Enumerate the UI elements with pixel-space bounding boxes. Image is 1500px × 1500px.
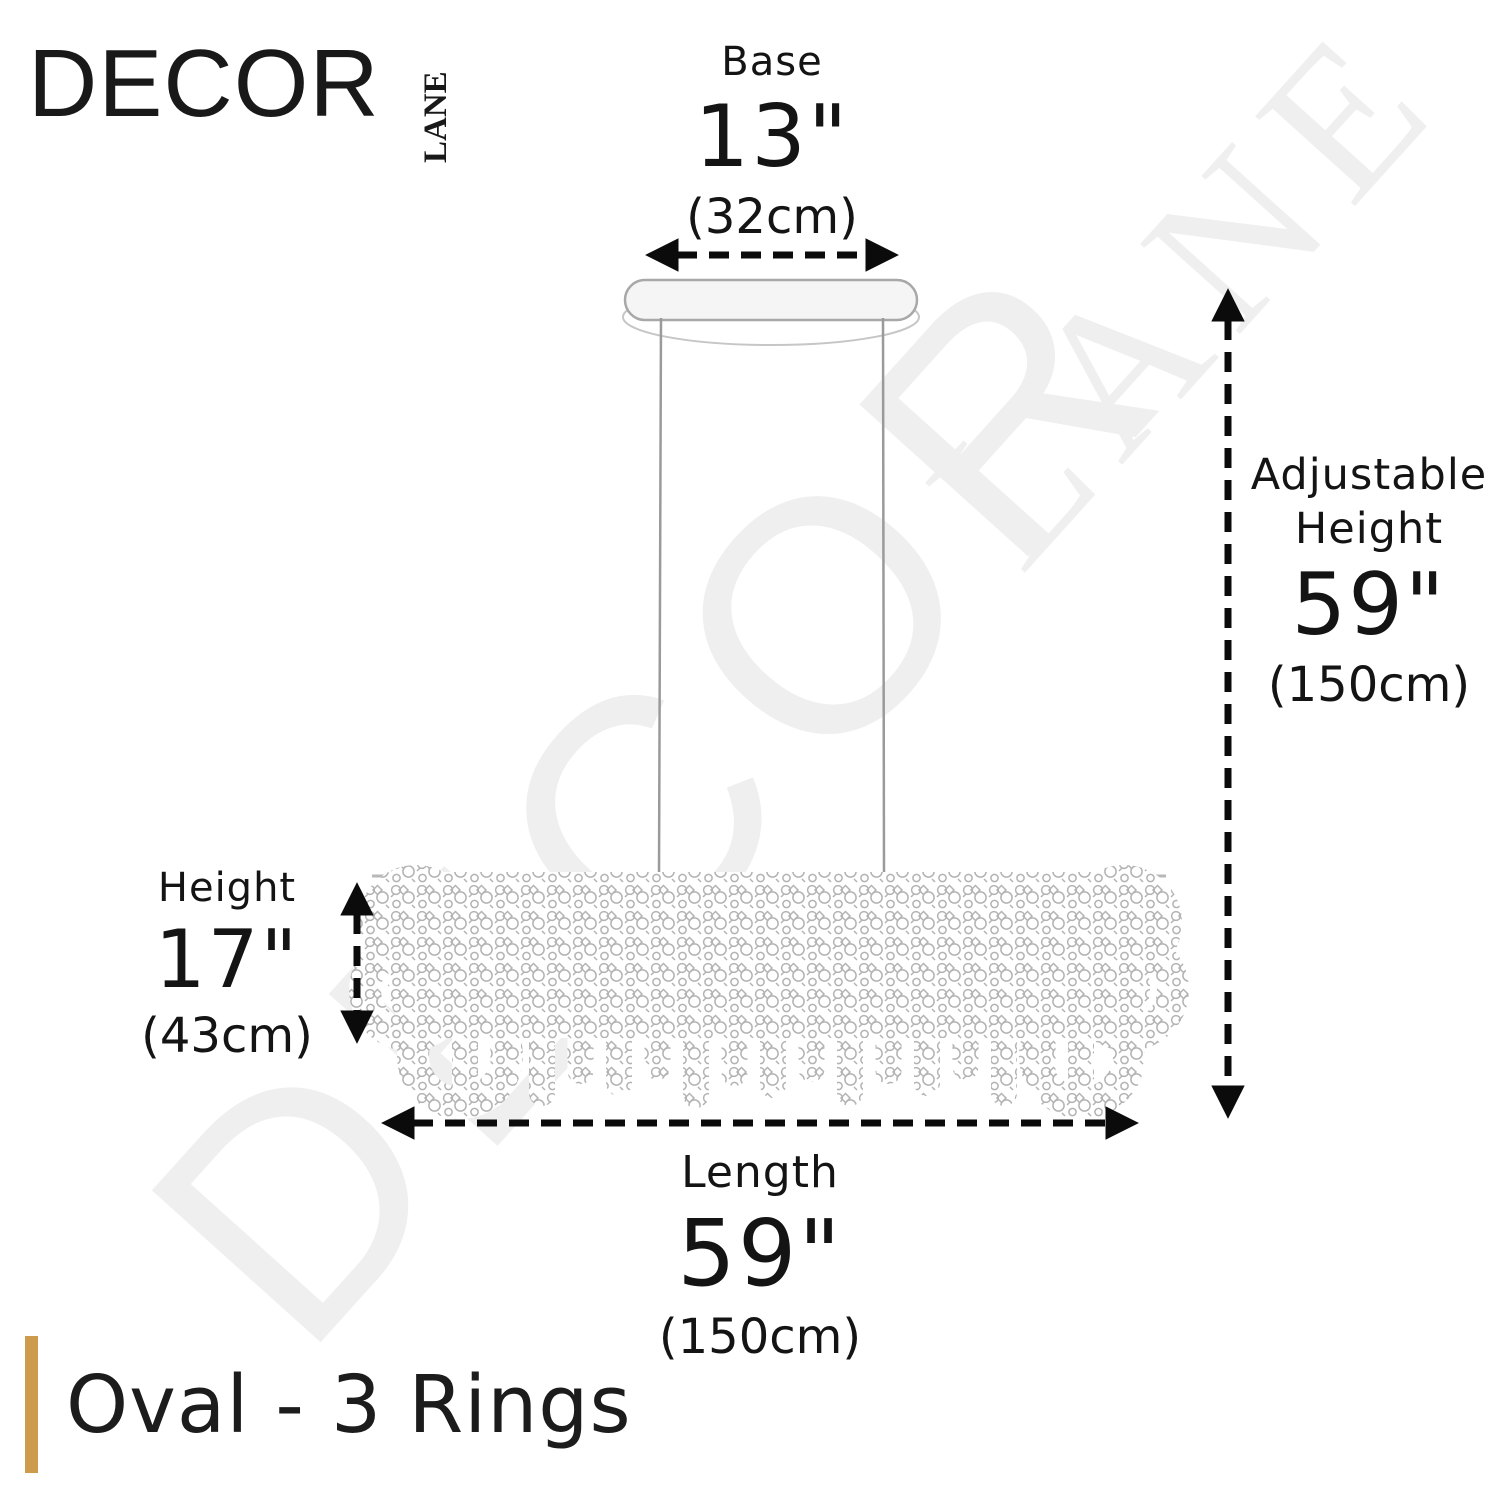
base-dimension-label: Base 13" (32cm) xyxy=(612,36,932,247)
suspension-wire-right xyxy=(881,317,886,877)
crystal-strand xyxy=(567,1012,594,1084)
length-dimension-label: Length 59" (150cm) xyxy=(600,1144,920,1367)
adjustable-height-inches: 59" xyxy=(1291,555,1447,656)
crystal-strand xyxy=(798,1012,825,1082)
adjustable-height-label-line2: Height xyxy=(1294,504,1444,555)
height-dimension-label: Height 17" (43cm) xyxy=(97,862,357,1066)
crystal-fringe xyxy=(452,1012,1094,1108)
brand-logo: DECOR LANE xyxy=(28,36,454,164)
crystal-strand xyxy=(760,1012,786,1098)
height-label: Height xyxy=(157,865,297,911)
base-label: Base xyxy=(721,39,823,85)
crystal-strand xyxy=(952,1012,979,1080)
crystal-strand xyxy=(914,1012,940,1096)
base-cm: (32cm) xyxy=(686,188,858,245)
length-inches: 59" xyxy=(677,1200,843,1308)
crystal-strand xyxy=(683,1012,709,1108)
crystal-strand xyxy=(721,1012,748,1086)
length-cm: (150cm) xyxy=(658,1308,862,1365)
dimension-arrows xyxy=(340,238,1245,1140)
product-title-row: Oval - 3 Rings xyxy=(25,1336,632,1473)
crystal-strand xyxy=(875,1012,902,1084)
crystal-strand xyxy=(991,1012,1017,1106)
crystal-strand xyxy=(490,1012,517,1078)
chandelier-body xyxy=(349,865,1189,1119)
crystal-strand xyxy=(644,1012,671,1080)
length-label: Length xyxy=(681,1147,839,1198)
height-cm: (43cm) xyxy=(141,1008,313,1064)
brand-logo-decor: DECOR xyxy=(28,30,380,137)
accent-bar xyxy=(25,1336,38,1473)
crystal-strand xyxy=(1029,1012,1056,1086)
crystal-strand xyxy=(1068,1012,1094,1100)
crystal-strand xyxy=(606,1012,632,1096)
left-ring-1 xyxy=(358,865,474,981)
base-inches: 13" xyxy=(694,87,850,187)
crystal-strand xyxy=(837,1012,863,1106)
adjustable-height-dimension-label: Adjustable Height 59" (150cm) xyxy=(1243,448,1495,715)
ceiling-plate xyxy=(622,278,920,346)
crystal-strand xyxy=(529,1012,555,1106)
adjustable-height-label-line1: Adjustable xyxy=(1250,450,1488,500)
height-inches: 17" xyxy=(154,913,300,1006)
suspension-wire-left xyxy=(657,317,663,877)
brand-logo-lane: LANE xyxy=(418,71,454,163)
right-ring-1 xyxy=(1066,865,1182,981)
product-title: Oval - 3 Rings xyxy=(66,1358,632,1451)
crystal-strand xyxy=(452,1012,478,1098)
adjustable-height-cm: (150cm) xyxy=(1267,657,1471,714)
